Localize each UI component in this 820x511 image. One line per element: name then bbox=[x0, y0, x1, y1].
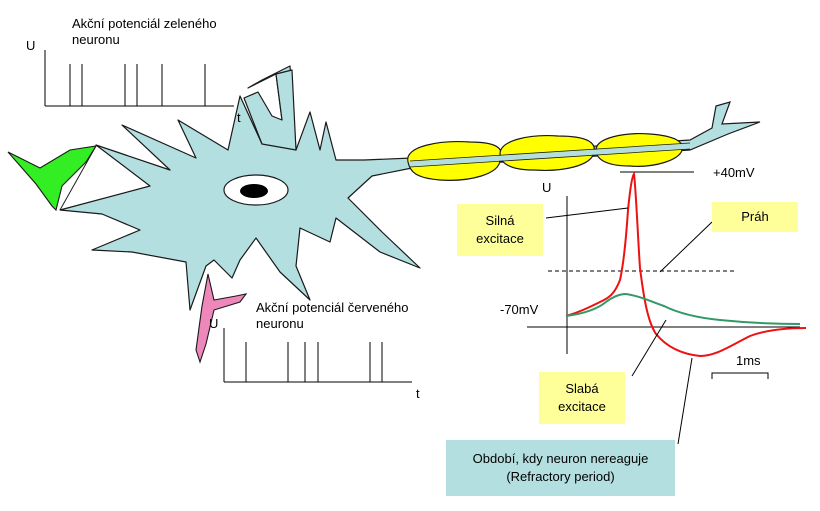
threshold-callout: Práh bbox=[712, 202, 798, 232]
red-synapse bbox=[195, 273, 248, 364]
green-plot-title-line1: Akční potenciál zeleného bbox=[72, 16, 217, 31]
red-plot-title-line2: neuronu bbox=[256, 316, 304, 331]
green-plot-title-line2: neuronu bbox=[72, 32, 120, 47]
red-plot-x-label: t bbox=[416, 386, 420, 401]
threshold-callout-label: Práh bbox=[741, 209, 769, 224]
red-spike-plot bbox=[223, 328, 412, 383]
green-plot-title: Akční potenciál zeleného neuronu bbox=[72, 16, 217, 48]
weak-excitation-trace bbox=[565, 292, 801, 325]
weak-callout-line2: excitace bbox=[558, 399, 606, 414]
pointer-threshold bbox=[659, 221, 713, 273]
refractory-callout-line2: (Refractory period) bbox=[506, 469, 615, 484]
time-scale-bar bbox=[711, 372, 769, 379]
axon-core-edge bbox=[409, 148, 691, 168]
pointer-refractory bbox=[677, 357, 693, 445]
red-plot-title: Akční potenciál červeného neuronu bbox=[256, 300, 408, 332]
green-axon bbox=[59, 145, 97, 211]
green-plot-y-label: U bbox=[26, 38, 36, 53]
peak-label: +40mV bbox=[713, 165, 755, 180]
dendrite-branch bbox=[243, 69, 297, 151]
nucleolus bbox=[240, 184, 268, 198]
green-synapse bbox=[7, 145, 98, 212]
red-plot-title-line1: Akční potenciál červeného bbox=[256, 300, 409, 315]
time-scale-label: 1ms bbox=[736, 353, 761, 368]
axon-core-edge bbox=[409, 142, 691, 162]
myelin-sheath-group bbox=[407, 133, 691, 181]
pointer-strong bbox=[545, 207, 629, 219]
green-spike-plot bbox=[44, 50, 234, 107]
action-potential-plot bbox=[527, 171, 807, 445]
strong-excitation-callout: Silná excitace bbox=[457, 204, 543, 256]
green-plot-x-label: t bbox=[237, 110, 241, 125]
weak-excitation-callout: Slabá excitace bbox=[539, 372, 625, 424]
refractory-callout-line1: Období, kdy neuron nereaguje bbox=[472, 451, 649, 466]
strong-callout-line2: excitace bbox=[476, 231, 524, 246]
axon-core bbox=[409, 143, 691, 167]
strong-excitation-trace bbox=[565, 171, 807, 358]
rest-label: -70mV bbox=[500, 302, 539, 317]
refractory-callout: Období, kdy neuron nereaguje (Refractory… bbox=[446, 440, 675, 496]
strong-callout-line1: Silná bbox=[485, 213, 515, 228]
red-plot-y-label: U bbox=[209, 316, 219, 331]
weak-callout-line1: Slabá bbox=[565, 381, 599, 396]
ap-y-label: U bbox=[542, 180, 552, 195]
pointer-weak bbox=[631, 319, 667, 377]
